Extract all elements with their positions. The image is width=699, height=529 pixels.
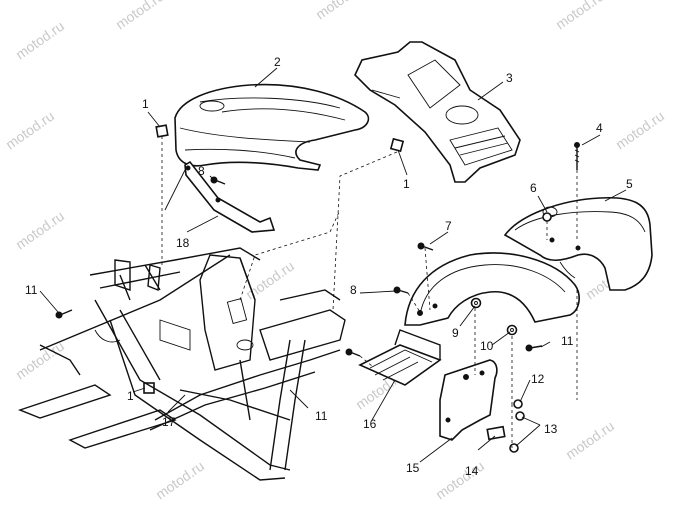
rear-fender-part (503, 196, 653, 291)
watermark-text: motod.ru (613, 108, 667, 153)
plate-bracket-part (439, 359, 498, 441)
callout-5: 5 (626, 177, 633, 191)
callout-6: 6 (530, 181, 537, 195)
callout-2: 2 (274, 55, 281, 69)
callout-16: 16 (363, 417, 377, 431)
callout-11a: 11 (25, 283, 38, 297)
watermark-text: motod.ru (313, 0, 367, 22)
frame-part (17, 247, 346, 481)
callout-10: 10 (480, 339, 494, 353)
watermark-text: motod.ru (3, 108, 57, 153)
footrest-bracket-part (358, 329, 442, 386)
callout-9: 9 (452, 326, 459, 340)
callout-15: 15 (406, 461, 420, 475)
callout-14: 14 (465, 464, 479, 478)
small-plate-part (486, 425, 506, 441)
watermark-text: motod.ru (563, 418, 617, 463)
fasteners (55, 142, 580, 453)
callout-11c: 11 (315, 409, 328, 423)
callout-13: 13 (544, 422, 558, 436)
watermark-text: motod.ru (243, 258, 297, 303)
callout-7: 7 (445, 219, 452, 233)
callout-1c: 1 (127, 389, 134, 403)
callout-11b: 11 (561, 334, 574, 348)
callout-17: 17 (162, 415, 176, 429)
callout-8b: 8 (350, 283, 357, 297)
callout-12: 12 (531, 372, 545, 386)
callout-labels: 1 2 3 1 4 5 6 7 8 18 11 8 9 10 11 12 13 … (25, 55, 633, 478)
callout-8a: 8 (198, 164, 205, 178)
watermark-text: motod.ru (433, 458, 487, 503)
rear-flap-part (404, 252, 580, 326)
front-cover-part (174, 83, 370, 171)
bracket-part-18 (164, 160, 276, 233)
alignment-lines (161, 136, 578, 448)
watermark-text: motod.ru (113, 0, 167, 32)
watermark-text: motod.ru (13, 18, 67, 63)
callout-18: 18 (176, 236, 190, 250)
watermark-text: motod.ru (13, 338, 67, 383)
callout-1b: 1 (403, 177, 410, 191)
watermark-text: motod.ru (13, 208, 67, 253)
leader-lines (39, 67, 627, 463)
watermark-text: motod.ru (153, 458, 207, 503)
callout-4: 4 (596, 121, 603, 135)
callout-1a: 1 (142, 97, 149, 111)
watermark-text: motod.ru (553, 0, 607, 32)
callout-3: 3 (506, 71, 513, 85)
tank-cover-part (354, 41, 521, 183)
